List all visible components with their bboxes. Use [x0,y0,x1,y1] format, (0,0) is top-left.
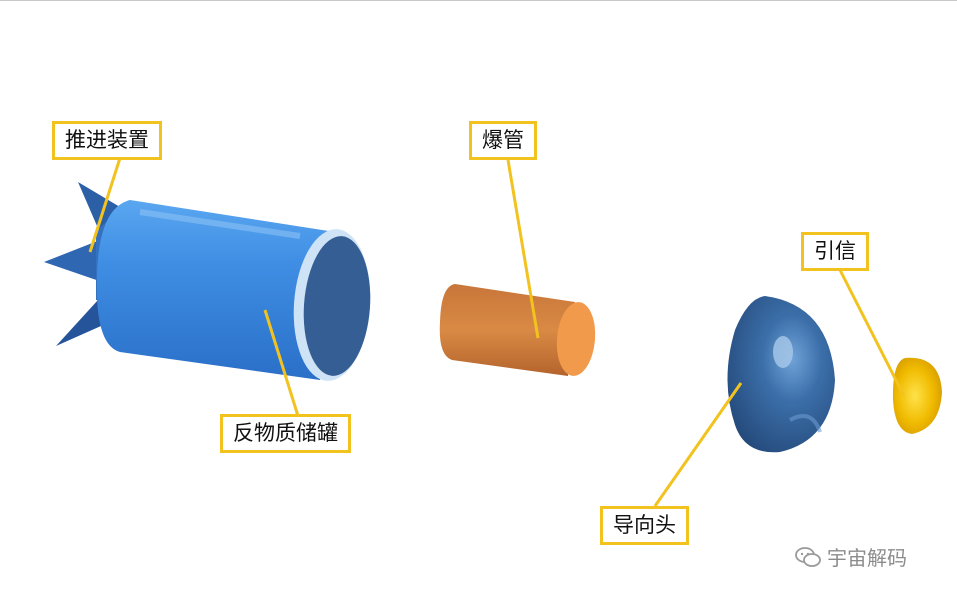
explosive-tube [439,284,596,376]
antimatter-tank [96,200,371,381]
leader-fuze [838,269,906,397]
guidance-head [727,296,835,453]
watermark-text: 宇宙解码 [827,546,907,570]
leader-tube [506,159,540,339]
label-tank: 反物质储罐 [220,414,351,453]
fuze [892,357,942,434]
leader-propulsion [88,157,122,253]
label-guide: 导向头 [600,506,689,545]
leader-tank [263,309,300,417]
label-tube: 爆管 [469,121,537,160]
wechat-icon [795,546,821,567]
label-propulsion: 推进装置 [52,121,162,160]
leader-guide [653,382,743,507]
label-fuze: 引信 [801,232,869,271]
leader-lines [88,157,906,507]
top-divider [0,0,957,1]
watermark: 宇宙解码 [795,542,907,571]
